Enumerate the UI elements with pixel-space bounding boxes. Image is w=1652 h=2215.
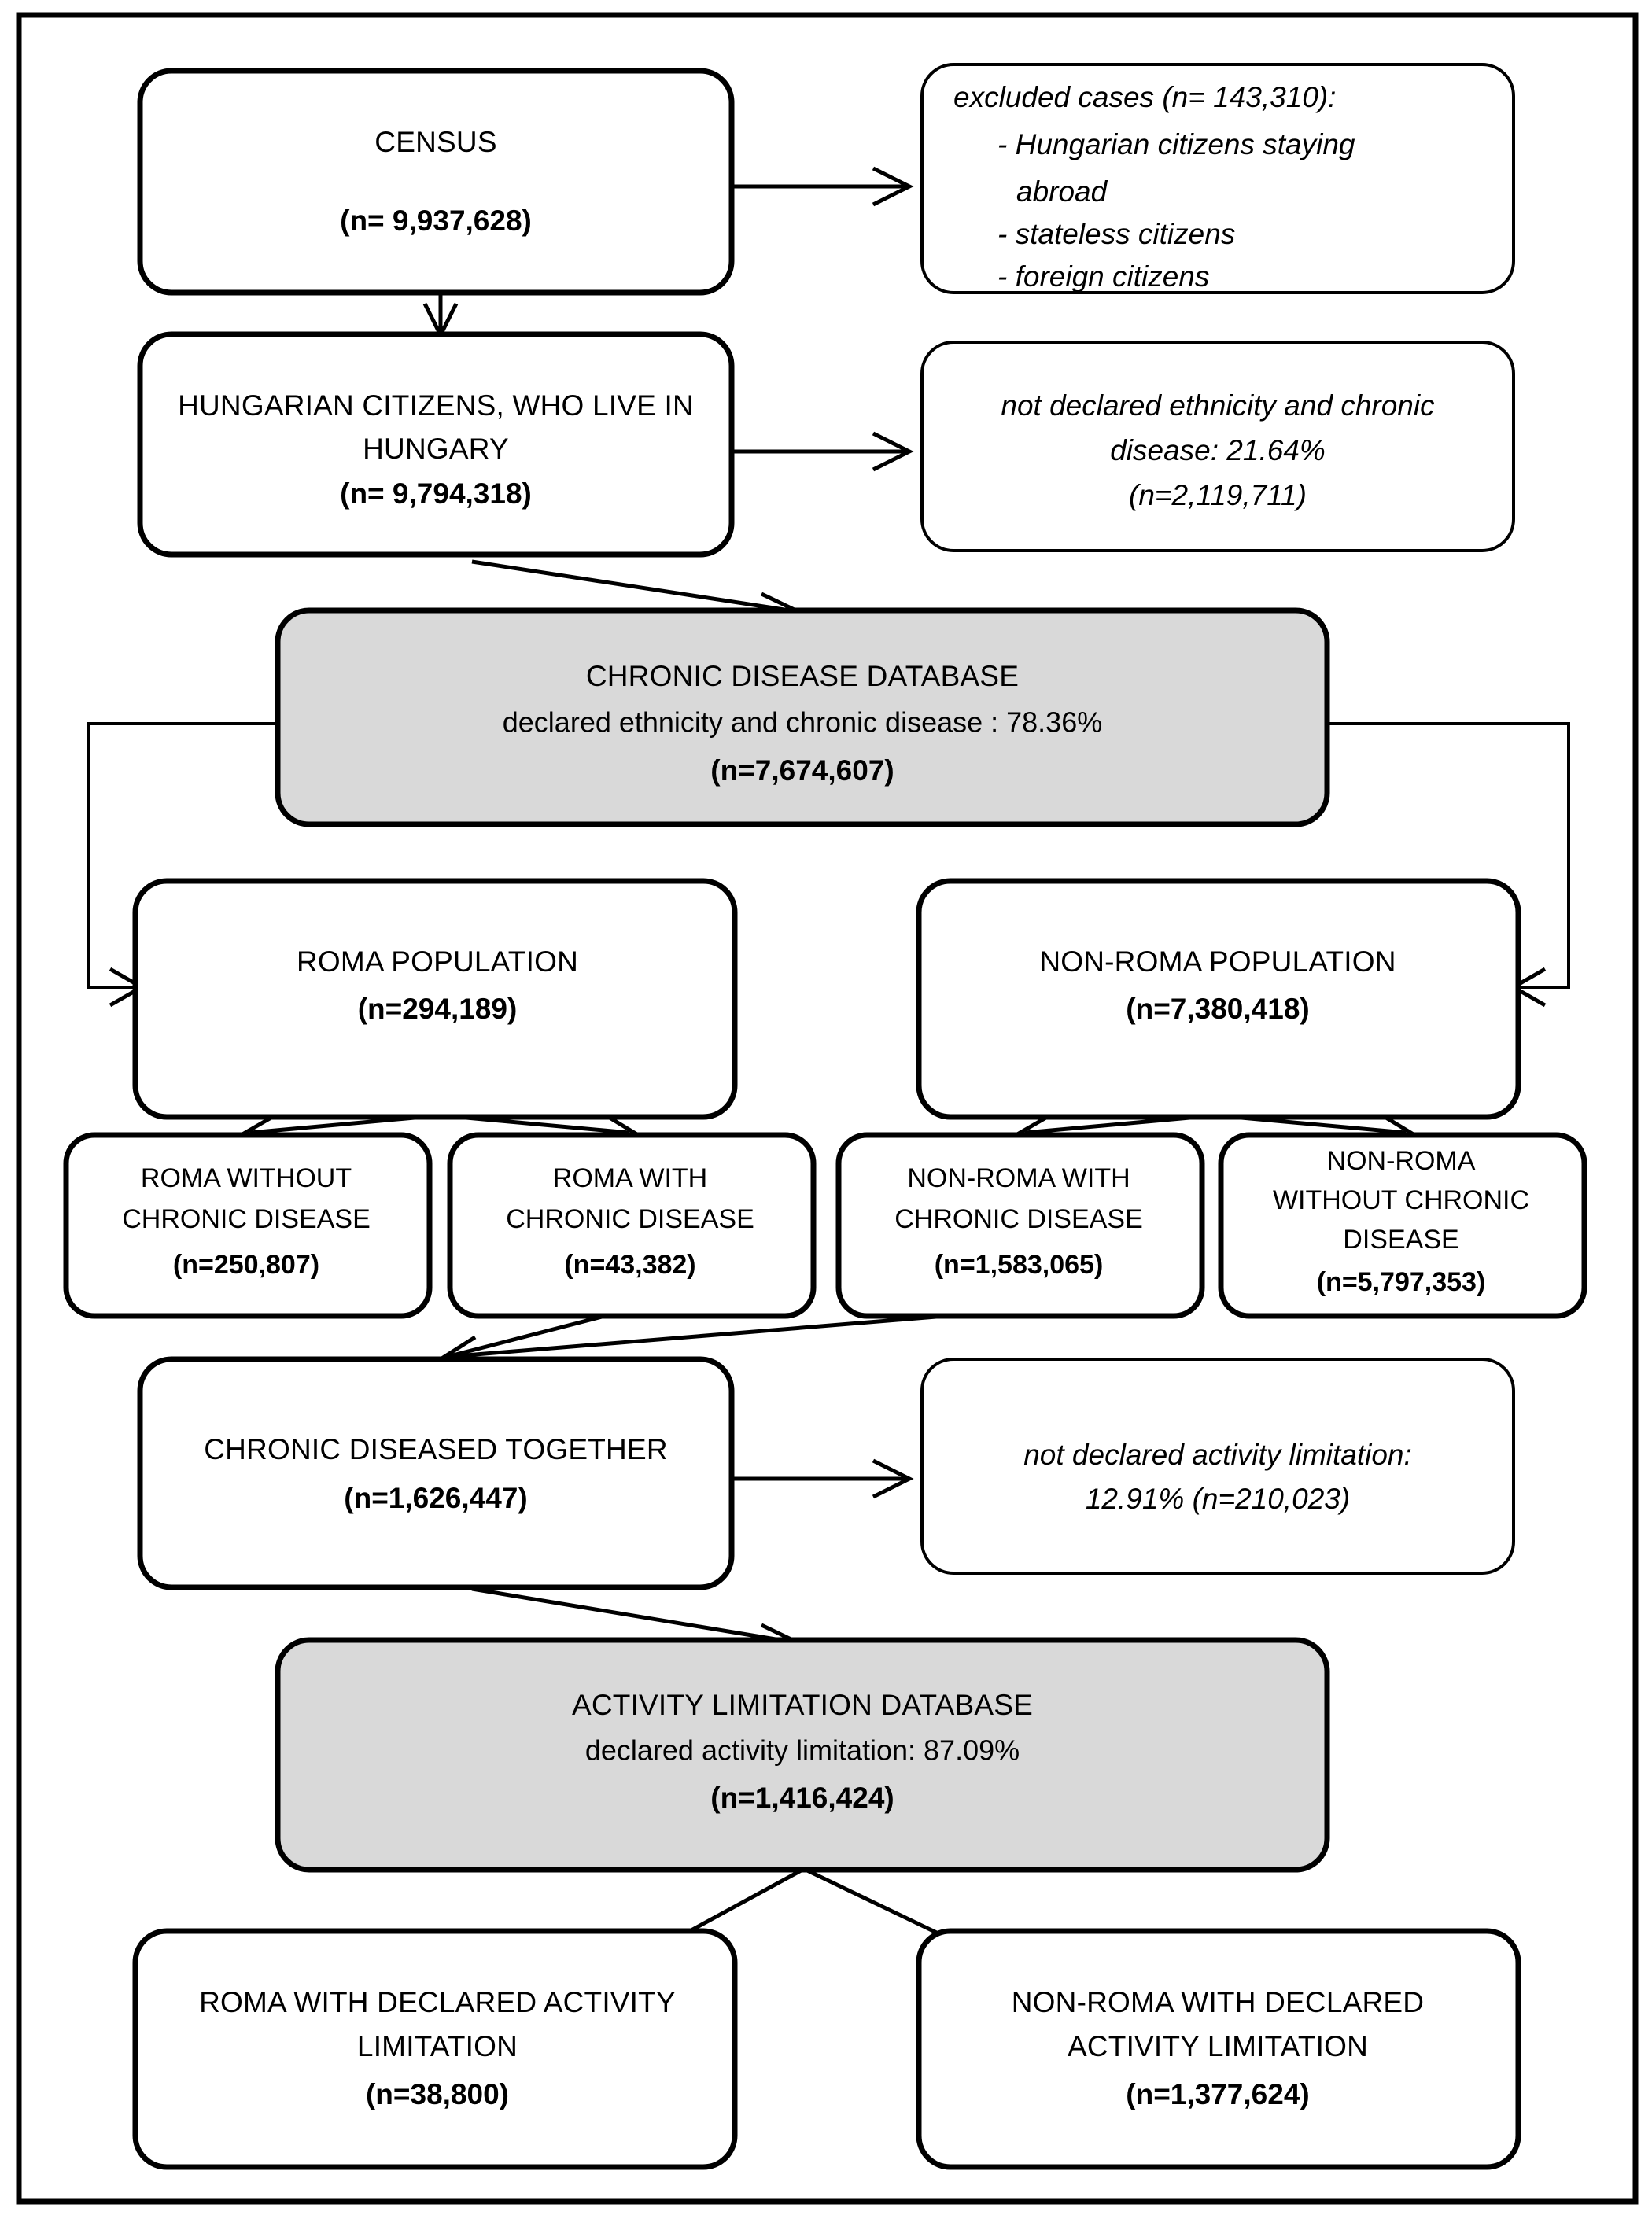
node-roma-al-line1: ROMA WITH DECLARED ACTIVITY <box>199 1986 676 2018</box>
connector-cdd-to-nonroma <box>1327 722 1570 989</box>
node-not-declared-activity-shape[interactable] <box>920 1358 1515 1575</box>
node-excluded-cases-line2: - Hungarian citizens staying <box>997 128 1355 160</box>
node-chronic-disease-database[interactable]: CHRONIC DISEASE DATABASE declared ethnic… <box>275 607 1330 827</box>
node-non-roma-al-line1: NON-ROMA WITH DECLARED <box>1012 1986 1424 2018</box>
node-roma-population-line2: (n=294,189) <box>358 993 518 1025</box>
node-hungarian-citizens[interactable]: HUNGARIAN CITIZENS, WHO LIVE IN HUNGARY … <box>137 331 735 558</box>
node-not-declared-ethnicity[interactable]: not declared ethnicity and chronic disea… <box>920 341 1515 552</box>
node-chronic-disease-database-line1: CHRONIC DISEASE DATABASE <box>586 660 1019 692</box>
connector-cdd-to-roma <box>87 722 278 989</box>
node-non-roma-with-chronic-disease[interactable]: NON-ROMA WITH CHRONIC DISEASE (n=1,583,0… <box>835 1132 1205 1319</box>
node-non-roma-with-line2: CHRONIC DISEASE <box>894 1204 1143 1234</box>
node-roma-without-chronic-disease[interactable]: ROMA WITHOUT CHRONIC DISEASE (n=250,807) <box>63 1132 433 1319</box>
node-census-line1: CENSUS <box>374 126 496 158</box>
node-roma-with-activity-limitation-shape[interactable] <box>132 1928 738 2170</box>
node-hungarian-citizens-line2: HUNGARY <box>363 433 509 465</box>
node-chronic-diseased-together-line1: CHRONIC DISEASED TOGETHER <box>204 1433 668 1465</box>
node-roma-population-line1: ROMA POPULATION <box>297 945 578 978</box>
connector-together-to-ald <box>471 1587 795 1645</box>
node-activity-limitation-database-line1: ACTIVITY LIMITATION DATABASE <box>572 1689 1033 1721</box>
node-chronic-disease-database-shape[interactable] <box>275 607 1330 827</box>
node-not-declared-activity[interactable]: not declared activity limitation: 12.91%… <box>920 1358 1515 1575</box>
node-excluded-cases-shape[interactable] <box>920 63 1515 294</box>
node-roma-without-line2: CHRONIC DISEASE <box>122 1204 371 1234</box>
node-excluded-cases[interactable]: excluded cases (n= 143,310): - Hungarian… <box>920 63 1515 294</box>
node-roma-without-line1: ROMA WITHOUT <box>141 1163 352 1193</box>
outer-frame <box>16 12 1639 2205</box>
node-roma-without-chronic-disease-shape[interactable] <box>63 1132 433 1319</box>
node-roma-with-chronic-disease-shape[interactable] <box>447 1132 817 1319</box>
node-chronic-disease-database-line3: (n=7,674,607) <box>710 754 894 787</box>
node-non-roma-without-chronic-disease-shape[interactable] <box>1218 1132 1587 1319</box>
node-hungarian-citizens-line1: HUNGARIAN CITIZENS, WHO LIVE IN <box>178 389 694 422</box>
node-chronic-disease-database-line2: declared ethnicity and chronic disease :… <box>503 706 1102 739</box>
node-chronic-diseased-together-shape[interactable] <box>137 1356 735 1590</box>
node-census-shape[interactable] <box>137 68 735 296</box>
node-roma-with-activity-limitation[interactable]: ROMA WITH DECLARED ACTIVITY LIMITATION (… <box>132 1928 738 2170</box>
node-chronic-diseased-together[interactable]: CHRONIC DISEASED TOGETHER (n=1,626,447) <box>137 1356 735 1590</box>
arrowhead-together-to-notdeclared-activity <box>872 1458 914 1499</box>
node-non-roma-without-chronic-disease[interactable]: NON-ROMA WITHOUT CHRONIC DISEASE (n=5,79… <box>1218 1132 1587 1319</box>
node-roma-without-line3: (n=250,807) <box>173 1250 319 1280</box>
node-roma-al-line2: LIMITATION <box>357 2030 518 2062</box>
node-activity-limitation-database-line3: (n=1,416,424) <box>710 1782 894 1814</box>
arrowhead-hungarian-to-notdeclared <box>872 431 914 472</box>
node-hungarian-citizens-line3: (n= 9,794,318) <box>340 477 532 510</box>
node-roma-with-line3: (n=43,382) <box>564 1250 695 1280</box>
node-excluded-cases-line5: - foreign citizens <box>997 260 1209 293</box>
node-not-declared-activity-line2: 12.91% (n=210,023) <box>1086 1483 1350 1515</box>
node-non-roma-with-line3: (n=1,583,065) <box>935 1250 1104 1280</box>
node-non-roma-al-line3: (n=1,377,624) <box>1126 2078 1309 2110</box>
node-non-roma-al-line2: ACTIVITY LIMITATION <box>1068 2030 1368 2062</box>
node-non-roma-without-line2: WITHOUT CHRONIC <box>1273 1185 1529 1215</box>
node-roma-population-shape[interactable] <box>132 878 738 1120</box>
node-not-declared-activity-line1: not declared activity limitation: <box>1023 1439 1412 1471</box>
node-roma-with-line2: CHRONIC DISEASE <box>506 1204 754 1234</box>
node-census-line2: (n= 9,937,628) <box>340 205 532 237</box>
node-non-roma-population-line1: NON-ROMA POPULATION <box>1039 945 1396 978</box>
node-excluded-cases-line4: - stateless citizens <box>997 218 1235 250</box>
arrowhead-census-to-excluded <box>872 166 914 207</box>
node-non-roma-with-line1: NON-ROMA WITH <box>907 1163 1130 1193</box>
node-non-roma-population-line2: (n=7,380,418) <box>1126 993 1309 1025</box>
node-non-roma-with-activity-limitation-shape[interactable] <box>916 1928 1521 2170</box>
node-roma-al-line3: (n=38,800) <box>366 2078 509 2110</box>
node-not-declared-ethnicity-line2: disease: 21.64% <box>1110 434 1326 466</box>
node-roma-population[interactable]: ROMA POPULATION (n=294,189) <box>132 878 738 1120</box>
node-chronic-diseased-together-line2: (n=1,626,447) <box>344 1482 527 1514</box>
node-non-roma-with-activity-limitation[interactable]: NON-ROMA WITH DECLARED ACTIVITY LIMITATI… <box>916 1928 1521 2170</box>
node-excluded-cases-line3: abroad <box>1016 175 1108 208</box>
node-hungarian-citizens-shape[interactable] <box>137 331 735 558</box>
node-non-roma-without-line3: DISEASE <box>1343 1225 1458 1255</box>
node-non-roma-without-line4: (n=5,797,353) <box>1317 1267 1486 1297</box>
node-non-roma-population[interactable]: NON-ROMA POPULATION (n=7,380,418) <box>916 878 1521 1120</box>
node-activity-limitation-database-shape[interactable] <box>275 1637 1330 1873</box>
node-not-declared-ethnicity-line3: (n=2,119,711) <box>1129 479 1307 511</box>
node-not-declared-ethnicity-shape[interactable] <box>920 341 1515 552</box>
node-not-declared-ethnicity-line1: not declared ethnicity and chronic <box>1001 389 1435 422</box>
node-activity-limitation-database[interactable]: ACTIVITY LIMITATION DATABASE declared ac… <box>275 1637 1330 1873</box>
node-excluded-cases-line1: excluded cases (n= 143,310): <box>953 81 1336 113</box>
node-non-roma-with-chronic-disease-shape[interactable] <box>835 1132 1205 1319</box>
node-roma-with-chronic-disease[interactable]: ROMA WITH CHRONIC DISEASE (n=43,382) <box>447 1132 817 1319</box>
node-non-roma-without-line1: NON-ROMA <box>1327 1146 1476 1176</box>
node-non-roma-population-shape[interactable] <box>916 878 1521 1120</box>
node-activity-limitation-database-line2: declared activity limitation: 87.09% <box>585 1734 1020 1767</box>
connector-hungarian-to-cdd <box>471 559 795 614</box>
node-roma-with-line1: ROMA WITH <box>553 1163 707 1193</box>
node-census[interactable]: CENSUS (n= 9,937,628) <box>137 68 735 296</box>
